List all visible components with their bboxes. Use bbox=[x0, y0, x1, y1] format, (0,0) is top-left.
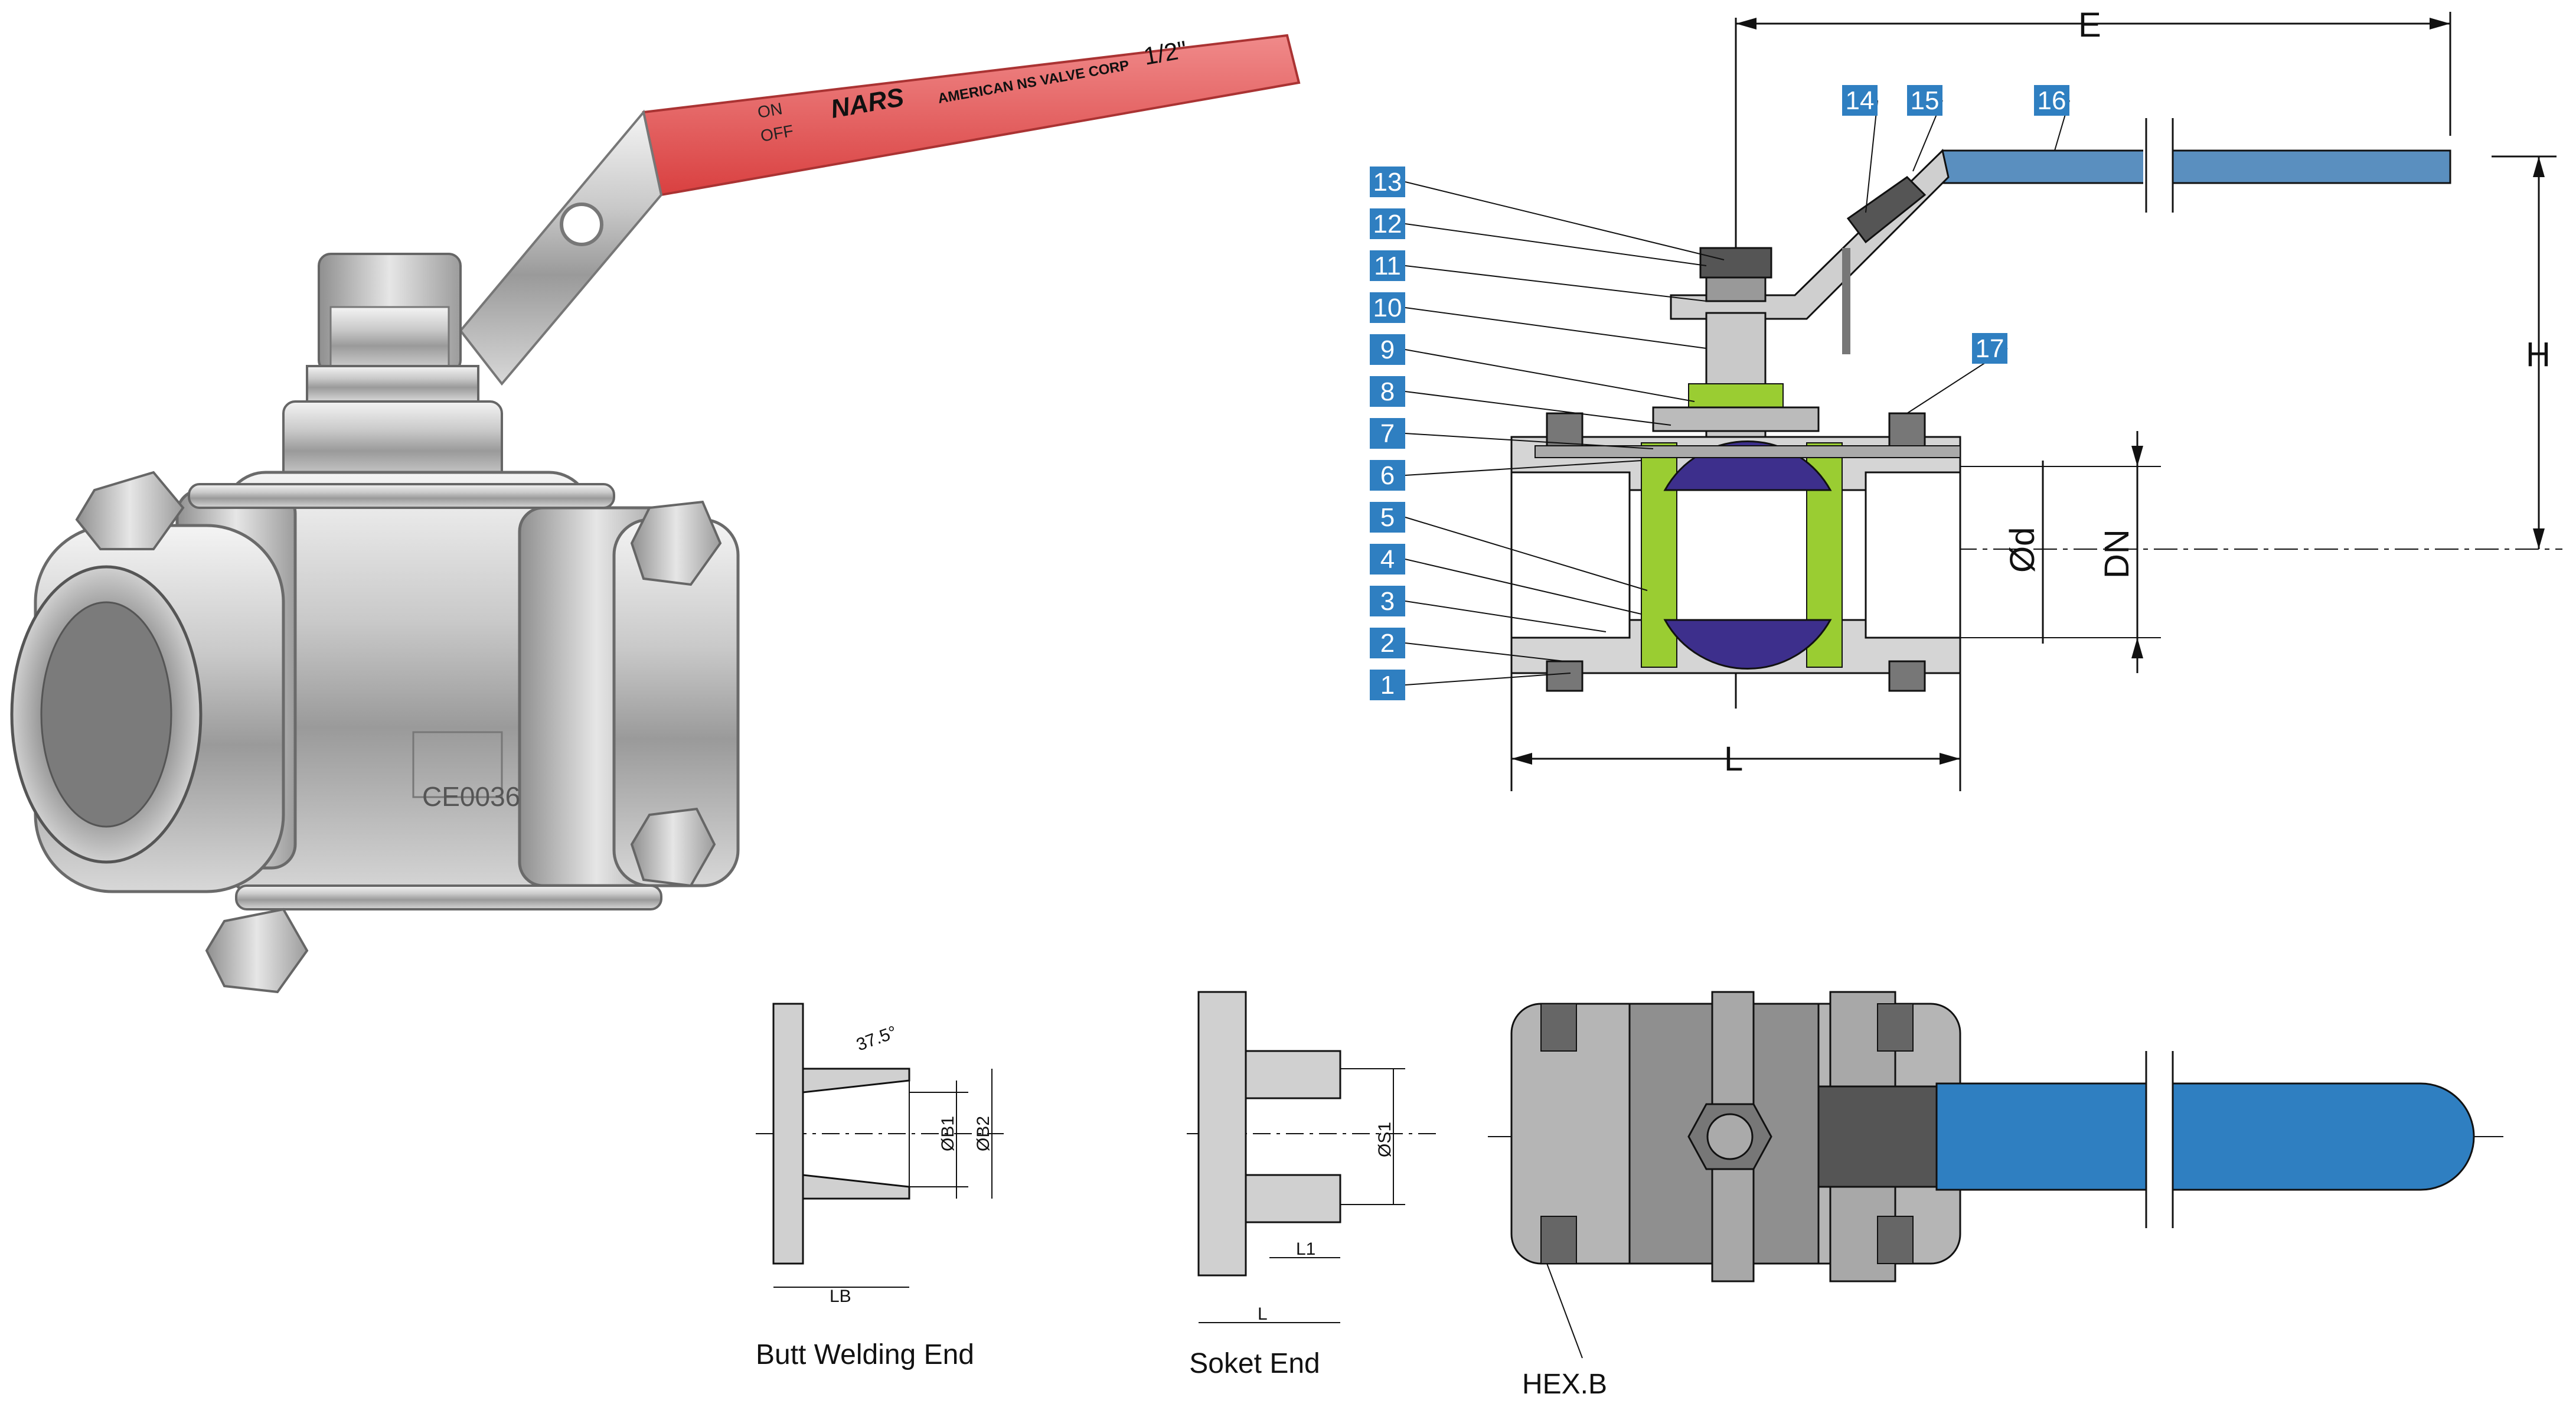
dim-d-label: Ød bbox=[2003, 527, 2042, 573]
part-number-3: 3 bbox=[1370, 586, 1607, 632]
part-number-9: 9 bbox=[1370, 334, 1695, 402]
callout-number-9: 9 bbox=[1380, 335, 1395, 364]
dimension-L: L bbox=[1510, 673, 1961, 791]
callout-box-2 bbox=[1370, 628, 1405, 658]
callout-number-15: 15 bbox=[1911, 86, 1940, 115]
hex-b-label: HEX.B bbox=[1522, 1369, 1607, 1400]
callout-box-6 bbox=[1370, 460, 1405, 491]
section-body bbox=[1510, 412, 1961, 692]
part-number-6: 6 bbox=[1370, 460, 1642, 491]
handle-on-text: ON bbox=[756, 99, 784, 122]
butt-welding-end: 37.5° ØB1 ØB2 LB Butt Welding End bbox=[756, 1003, 1004, 1370]
callout-box-10 bbox=[1370, 292, 1405, 323]
se-caption: Soket End bbox=[1189, 1348, 1320, 1379]
callout-number-10: 10 bbox=[1373, 293, 1402, 322]
callout-number-6: 6 bbox=[1380, 461, 1395, 490]
callout-box-17 bbox=[1972, 333, 2007, 364]
callout-number-2: 2 bbox=[1380, 629, 1395, 658]
dimension-H: H bbox=[2492, 155, 2557, 549]
socket-end: ØS1 L1 L Soket End bbox=[1187, 991, 1441, 1379]
section-drawing: E H bbox=[1370, 6, 2562, 791]
callout-leader-14 bbox=[1865, 100, 1878, 213]
part-number-2: 2 bbox=[1370, 628, 1565, 662]
callout-leader-12 bbox=[1405, 223, 1707, 266]
callout-number-12: 12 bbox=[1373, 210, 1402, 239]
callout-number-16: 16 bbox=[2038, 86, 2066, 115]
dim-E-label: E bbox=[2078, 6, 2101, 44]
callout-box-1 bbox=[1370, 670, 1405, 700]
callout-number-14: 14 bbox=[1846, 86, 1875, 115]
stem-nut bbox=[282, 253, 503, 485]
callout-leader-2 bbox=[1405, 642, 1565, 662]
callout-leader-6 bbox=[1405, 460, 1642, 476]
part-number-13: 13 bbox=[1370, 167, 1725, 260]
part-number-11: 11 bbox=[1370, 250, 1707, 302]
callout-leader-11 bbox=[1405, 265, 1707, 302]
callout-leader-3 bbox=[1405, 600, 1607, 632]
part-number-5: 5 bbox=[1370, 502, 1648, 591]
bw-lb-label: LB bbox=[830, 1287, 851, 1306]
callout-box-9 bbox=[1370, 334, 1405, 365]
callout-box-11 bbox=[1370, 250, 1405, 281]
section-stem bbox=[1652, 247, 1820, 438]
part-number-15: 15 bbox=[1907, 85, 1943, 172]
callout-box-14 bbox=[1842, 85, 1878, 116]
callout-number-8: 8 bbox=[1380, 377, 1395, 406]
part-number-16: 16 bbox=[2034, 85, 2070, 151]
part-number-10: 10 bbox=[1370, 292, 1707, 349]
callout-box-13 bbox=[1370, 167, 1405, 197]
callout-leader-8 bbox=[1405, 391, 1671, 426]
callout-box-15 bbox=[1907, 85, 1942, 116]
se-s1-label: ØS1 bbox=[1375, 1122, 1395, 1157]
callout-box-5 bbox=[1370, 502, 1405, 533]
callout-leader-5 bbox=[1405, 517, 1648, 591]
dimension-E: E bbox=[1736, 6, 2451, 136]
callout-box-7 bbox=[1370, 418, 1405, 449]
section-handle bbox=[1670, 118, 2451, 354]
dim-H-label: H bbox=[2526, 335, 2551, 374]
dimension-DN-d: DN Ød bbox=[1960, 431, 2161, 673]
callout-box-4 bbox=[1370, 544, 1405, 575]
body-ce-mark: CE0036 bbox=[422, 781, 520, 812]
callout-number-3: 3 bbox=[1380, 587, 1395, 616]
callout-number-7: 7 bbox=[1380, 419, 1395, 448]
part-number-7: 7 bbox=[1370, 418, 1654, 449]
callout-box-12 bbox=[1370, 208, 1405, 239]
bw-b1-label: ØB1 bbox=[938, 1116, 958, 1151]
callout-number-11: 11 bbox=[1374, 252, 1401, 280]
callout-leader-13 bbox=[1405, 181, 1725, 260]
part-number-17: 17 bbox=[1906, 333, 2008, 414]
callout-box-3 bbox=[1370, 586, 1405, 616]
se-l1-label: L1 bbox=[1296, 1239, 1315, 1259]
callout-number-17: 17 bbox=[1976, 334, 2004, 363]
bw-caption: Butt Welding End bbox=[756, 1339, 974, 1370]
callout-number-5: 5 bbox=[1380, 503, 1395, 532]
callout-leader-9 bbox=[1405, 349, 1695, 402]
callout-number-13: 13 bbox=[1373, 168, 1402, 197]
callout-number-4: 4 bbox=[1380, 545, 1395, 574]
part-number-14: 14 bbox=[1842, 85, 1878, 213]
se-l-label: L bbox=[1258, 1304, 1268, 1324]
callout-leader-7 bbox=[1405, 433, 1654, 449]
part-number-1: 1 bbox=[1370, 670, 1571, 700]
dim-L-label: L bbox=[1724, 740, 1743, 778]
callout-leader-1 bbox=[1405, 673, 1571, 686]
callout-leader-10 bbox=[1405, 307, 1707, 349]
top-view: HEX.B bbox=[1488, 991, 2503, 1400]
callout-number-1: 1 bbox=[1380, 671, 1395, 700]
callout-box-16 bbox=[2034, 85, 2069, 116]
callout-leader-4 bbox=[1405, 559, 1642, 615]
part-number-8: 8 bbox=[1370, 376, 1671, 426]
valve-photo: ON OFF NARS AMERICAN NS VALVE CORP 1/2" bbox=[10, 34, 1301, 994]
bw-angle-label: 37.5° bbox=[854, 1022, 899, 1055]
part-number-4: 4 bbox=[1370, 544, 1642, 615]
red-lever-handle: ON OFF NARS AMERICAN NS VALVE CORP 1/2" bbox=[459, 34, 1301, 386]
callout-box-8 bbox=[1370, 376, 1405, 407]
bw-b2-label: ØB2 bbox=[974, 1116, 993, 1151]
dim-DN-label: DN bbox=[2098, 529, 2136, 579]
part-number-12: 12 bbox=[1370, 208, 1707, 266]
valve-body: CE0036 bbox=[10, 471, 740, 994]
